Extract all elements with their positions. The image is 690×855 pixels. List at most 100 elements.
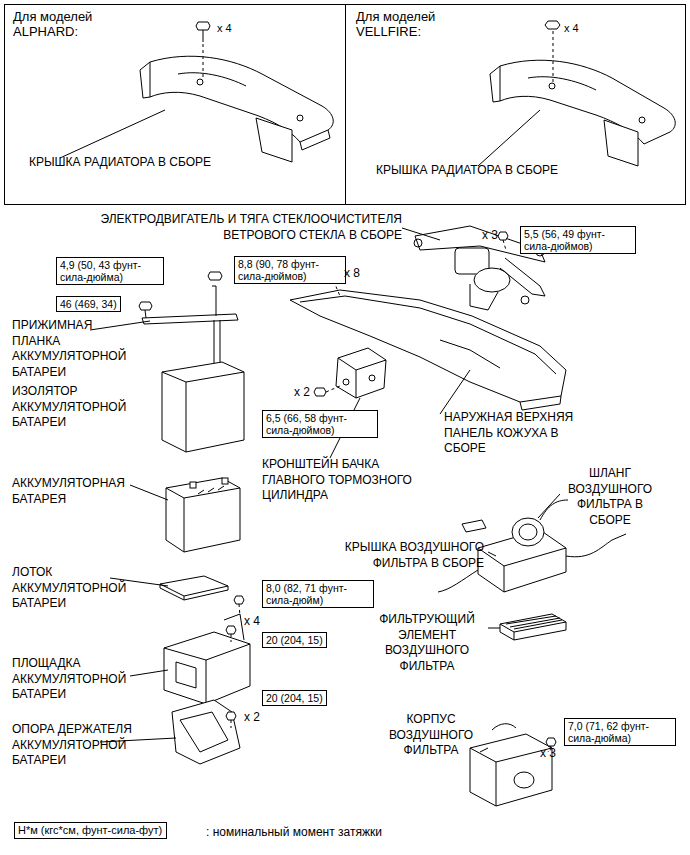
air-filter-case	[470, 734, 552, 806]
leader-line	[480, 748, 488, 752]
bolt	[203, 30, 204, 42]
bolt	[498, 232, 508, 250]
radiator-cover	[604, 120, 638, 166]
nut	[208, 272, 222, 280]
filter-element	[500, 614, 566, 632]
leader-line	[440, 370, 470, 414]
quantity: x 2	[244, 710, 260, 726]
cowl-panel	[290, 290, 566, 410]
part-name: НАРУЖНАЯ ВЕРХНЯЯ ПАНЕЛЬ КОЖУХА В СБОРЕ	[444, 410, 584, 457]
radiator-cover	[490, 60, 675, 166]
battery-clamp	[212, 286, 216, 316]
bolt	[145, 310, 146, 318]
bolt	[231, 720, 232, 728]
air-filter-case	[470, 748, 552, 806]
nut	[326, 386, 340, 392]
radiator-cover	[140, 62, 150, 98]
part-name: КОРПУС ВОЗДУШНОГО ФИЛЬТРА	[376, 712, 486, 759]
torque-box: 46 (469, 34)	[56, 296, 121, 312]
bolt	[139, 302, 152, 318]
battery-support	[172, 700, 240, 764]
battery-platform	[176, 662, 196, 688]
quantity: x 2	[294, 385, 310, 401]
air-filter-case	[470, 724, 552, 806]
leader-line	[90, 321, 150, 330]
cowl-panel	[290, 290, 566, 402]
leader-line	[60, 110, 165, 158]
filter-element	[500, 622, 566, 640]
battery-support	[172, 700, 240, 764]
master-cylinder-bracket	[338, 358, 386, 398]
nut	[545, 21, 560, 29]
panel-heading: Для моделей ALPHARD:	[13, 9, 123, 39]
wiper-motor	[414, 239, 422, 247]
bolt	[196, 22, 210, 30]
torque-box: 20 (204, 15)	[262, 632, 327, 648]
battery	[190, 482, 196, 488]
legend-box: Н*м (кгс*см, фунт-сила-фут)	[14, 822, 167, 839]
radiator-cover	[639, 117, 645, 123]
battery-tray	[160, 584, 228, 600]
bolt	[239, 604, 240, 616]
torque-value: 20 (204, 15)	[266, 634, 323, 646]
air-filter-cap	[512, 518, 544, 546]
part-name: КРЫШКА ВОЗДУШНОГО ФИЛЬТРА В СБОРЕ	[318, 540, 484, 571]
part-name: ОПОРА ДЕРЖАТЕЛЯ АККУМУЛЯТОРНОЙ БАТАРЕИ	[12, 722, 132, 769]
battery	[222, 478, 228, 484]
part-name: ЛОТОК АККУМУЛЯТОРНОЙ БАТАРЕИ	[12, 565, 140, 612]
battery-insulator	[162, 362, 244, 452]
master-cylinder-bracket	[343, 379, 349, 385]
nut	[545, 21, 560, 82]
bolt	[546, 738, 556, 746]
battery-platform	[164, 644, 250, 704]
torque-value: 20 (204, 15)	[266, 692, 323, 704]
bolt	[203, 44, 204, 78]
torque-box: 4,9 (50, 43 фунт- сила-дюйма)	[56, 257, 164, 285]
part-name: ПРИЖИМНАЯ ПЛАНКА АККУМУЛЯТОРНОЙ БАТАРЕИ	[12, 318, 140, 380]
battery-platform	[164, 614, 250, 704]
radiator-cover	[490, 66, 500, 102]
quantity: x 4	[217, 21, 232, 36]
leader-line	[402, 228, 440, 240]
air-filter-hose	[438, 570, 478, 592]
radiator-cover	[528, 77, 596, 90]
filter-element	[506, 616, 562, 629]
bolt	[226, 626, 236, 634]
air-filter-case	[492, 724, 516, 730]
bolt	[226, 712, 236, 720]
air-filter-hose	[462, 520, 486, 532]
radiator-cover	[140, 56, 333, 162]
battery-clamp	[142, 314, 238, 324]
radiator-cover	[297, 115, 303, 121]
battery	[166, 478, 240, 552]
torque-value: 46 (469, 34)	[60, 298, 117, 310]
legend-text: : номинальный момент затяжки	[206, 825, 382, 841]
leader-line	[478, 110, 540, 166]
leader-line	[130, 485, 168, 500]
master-cylinder-bracket	[369, 375, 375, 381]
torque-value: 4,9 (50, 43 фунт- сила-дюйма)	[60, 259, 160, 283]
panel-heading: Для моделей VELLFIRE:	[356, 9, 466, 39]
model-panel: Для моделей VELLFIRE:x 4КРЫШКА РАДИАТОРА…	[345, 4, 686, 205]
bolt	[234, 596, 244, 604]
torque-value: 7,0 (71, 62 фунт- сила-дюйма)	[568, 720, 672, 744]
nut	[314, 386, 340, 396]
air-filter-cap	[478, 518, 566, 592]
torque-box: 5,5 (56, 49 фунт- сила-дюймов)	[520, 226, 636, 254]
wiper-motor	[500, 258, 545, 296]
air-filter-hose	[566, 540, 612, 557]
radiator-cover	[197, 79, 203, 85]
nut	[208, 272, 222, 280]
battery	[166, 478, 240, 552]
radiator-cover	[150, 56, 333, 142]
bolt	[139, 302, 152, 310]
torque-value: Н*м (кгс*см, фунт-сила-фут)	[18, 824, 163, 837]
torque-box: 8,0 (82, 71 фунт- сила-дюйм)	[262, 580, 374, 608]
leader-line	[538, 494, 560, 518]
battery-insulator	[162, 362, 244, 452]
torque-value: 8,8 (90, 78 фунт- сила-дюймов)	[238, 258, 342, 282]
part-name: КРЫШКА РАДИАТОРА В СБОРЕ	[376, 163, 636, 178]
battery-insulator	[162, 372, 244, 452]
quantity: x 8	[344, 266, 360, 282]
battery-tray	[160, 576, 228, 600]
